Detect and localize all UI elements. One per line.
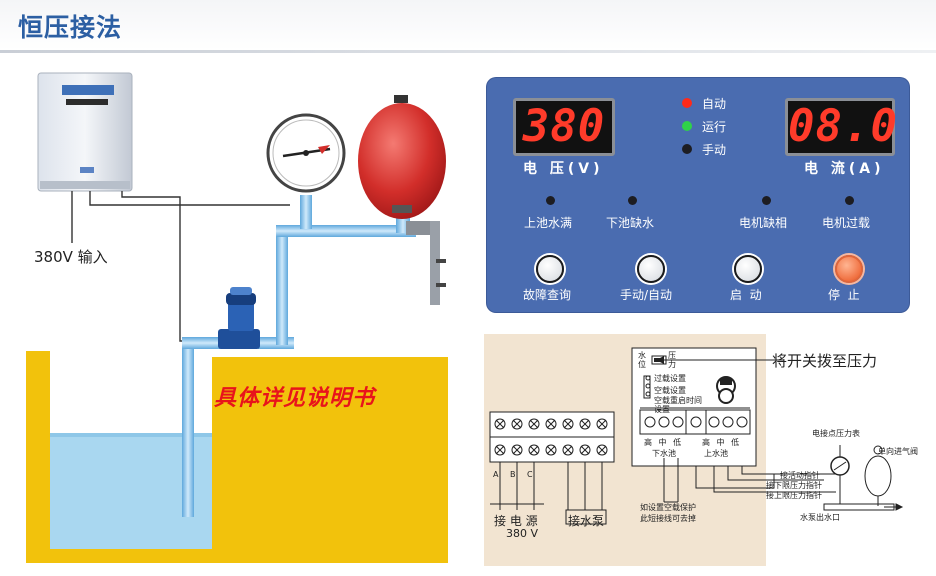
auto-lamp-label: 自动 bbox=[702, 97, 727, 111]
switch-right-label: 压力 bbox=[668, 351, 676, 369]
voltage-label: 电 压(V) bbox=[523, 161, 604, 177]
protect-note-1: 如设置空载保护 bbox=[640, 503, 696, 512]
gauge-title: 电接点压力表 bbox=[812, 429, 860, 438]
power-input-label: 380V 输入 bbox=[34, 248, 108, 266]
manual-lamp-label: 手动 bbox=[702, 143, 727, 157]
manual-note: 具体详见说明书 bbox=[214, 386, 376, 411]
fault-query-label: 故障查询 bbox=[523, 288, 572, 302]
start-label: 启 动 bbox=[730, 288, 762, 302]
voltage-display: 380 bbox=[513, 98, 615, 156]
pump-label: 接水泵 bbox=[568, 514, 605, 528]
start-button[interactable] bbox=[734, 255, 762, 283]
pressure-tank bbox=[864, 445, 892, 506]
valve-label: 单向进气阀 bbox=[878, 447, 918, 456]
upper-pool-terms: 高 中 低 bbox=[702, 438, 742, 447]
run-lamp bbox=[682, 121, 692, 131]
protect-note-2: 此短接线可去掉 bbox=[640, 514, 696, 523]
control-box bbox=[37, 72, 133, 192]
upper-tank-full-label: 上池水满 bbox=[524, 216, 573, 230]
pump bbox=[218, 287, 260, 349]
lower-pool-label: 下水池 bbox=[652, 449, 676, 458]
stop-button[interactable] bbox=[835, 255, 863, 283]
power-pump-terminal-block bbox=[489, 411, 615, 463]
expansion-tank bbox=[358, 95, 446, 219]
restart-setting-label: 空载重启时间设置 bbox=[654, 396, 702, 414]
fault-query-button[interactable] bbox=[536, 255, 564, 283]
auto-lamp bbox=[682, 98, 692, 108]
controller-unit bbox=[631, 347, 757, 467]
needle-3-label: 接上限压力指针 bbox=[766, 491, 822, 500]
lower-tank-empty-label: 下池缺水 bbox=[606, 216, 655, 230]
pressure-gauge bbox=[266, 113, 346, 193]
upper-tank-full-indicator bbox=[546, 196, 555, 205]
upper-pool-label: 上水池 bbox=[704, 449, 728, 458]
stop-label: 停 止 bbox=[828, 288, 860, 302]
power-label: 接 电 源 bbox=[494, 514, 538, 528]
phase-b-label: B bbox=[510, 470, 516, 479]
noload-setting-label: 空载设置 bbox=[654, 386, 686, 395]
manual-lamp bbox=[682, 144, 692, 154]
power-voltage-label: 380 V bbox=[506, 527, 539, 540]
manual-auto-button[interactable] bbox=[637, 255, 665, 283]
contact-pressure-gauge bbox=[830, 445, 850, 504]
lower-pool-terms: 高 中 低 bbox=[644, 438, 684, 447]
phase-c-label: C bbox=[527, 470, 533, 479]
switch-left-label: 水位 bbox=[638, 351, 646, 369]
needle-2-label: 接下限压力指针 bbox=[766, 481, 822, 490]
current-display: 08.0 bbox=[785, 98, 897, 156]
pump-outlet-label: 水泵出水口 bbox=[800, 513, 840, 522]
current-label: 电 流(A) bbox=[804, 161, 885, 177]
wiring-diagram bbox=[489, 347, 904, 525]
phase-loss-indicator bbox=[762, 196, 771, 205]
header-divider bbox=[0, 50, 936, 53]
run-lamp-label: 运行 bbox=[702, 120, 727, 134]
header-bar bbox=[0, 0, 936, 50]
phase-loss-label: 电机缺相 bbox=[739, 216, 788, 230]
needle-1-label: 接活动指针 bbox=[780, 471, 820, 480]
page-title: 恒压接法 bbox=[18, 13, 123, 42]
overload-setting-label: 过载设置 bbox=[654, 374, 686, 383]
switch-callout: 将开关拨至压力 bbox=[772, 352, 878, 370]
manual-auto-label: 手动/自动 bbox=[620, 288, 673, 302]
overload-label: 电机过载 bbox=[822, 216, 871, 230]
overload-indicator bbox=[845, 196, 854, 205]
installation-illustration bbox=[26, 72, 448, 563]
lower-tank-empty-indicator bbox=[628, 196, 637, 205]
phase-a-label: A bbox=[493, 470, 499, 479]
